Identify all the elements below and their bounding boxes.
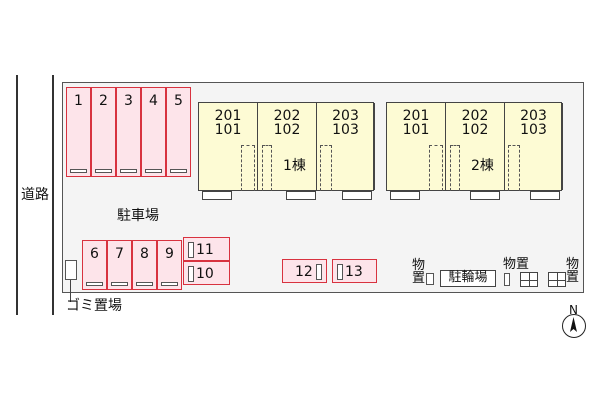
parking-space-10: 10 [183,261,230,285]
bike-parking: 駐輪場 [440,270,496,287]
parking-space-6: 6 [82,240,107,290]
parking-label: 駐車場 [117,208,159,224]
storage-1 [426,273,434,285]
building-1-label: 1棟 [283,158,306,174]
parking-space-12: 12 [282,259,327,283]
parking-space-1: 1 [66,87,91,177]
north-label: N [569,303,578,317]
storage-2a [504,273,510,286]
building-2-step-a [390,191,420,200]
parking-space-11: 11 [183,237,230,261]
garbage-label: ゴミ置場 [66,298,122,314]
building-1-step-a [202,191,232,200]
parking-space-9: 9 [157,240,182,290]
parking-space-4: 4 [141,87,166,177]
parking-space-3: 3 [116,87,141,177]
parking-space-8: 8 [132,240,157,290]
storage-label-2: 物置 [503,257,530,272]
road-label: 道路 [21,187,49,203]
road-edge-outer [16,75,18,315]
building-2-step-b [470,191,500,200]
building-1-step-b [286,191,316,200]
storage-label-1: 物置 [412,258,426,286]
parking-space-7: 7 [107,240,132,290]
parking-space-2: 2 [91,87,116,177]
parking-space-5: 5 [166,87,191,177]
compass-icon [562,314,586,338]
garbage-area [65,260,77,280]
garbage-leader-line [70,280,71,302]
building-1-step-c [342,191,372,200]
road-edge-inner [52,75,54,315]
storage-label-3: 物置 [566,257,580,285]
parking-space-13: 13 [332,259,377,283]
storage-3 [548,272,566,287]
storage-2b [520,272,538,287]
building-2-step-c [530,191,560,200]
building-2-label: 2棟 [471,158,494,174]
